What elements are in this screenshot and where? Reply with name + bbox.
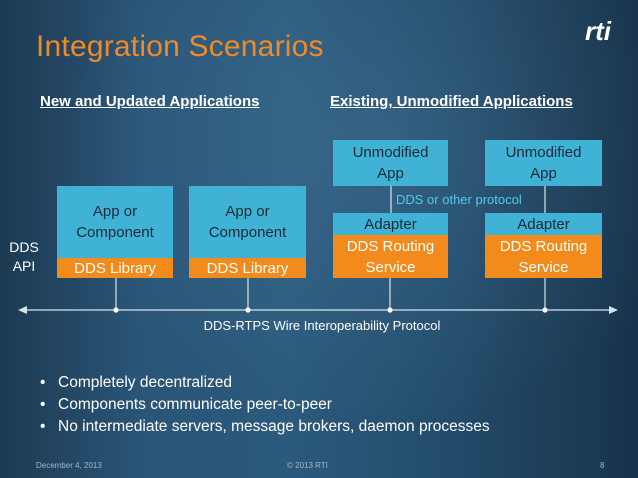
app-component-box-2: App or Component: [189, 186, 306, 258]
app-component-2-line1: App or: [225, 203, 270, 220]
routing-service-2-line2: Service: [518, 258, 569, 276]
app-component-1-line1: App or: [92, 203, 138, 220]
bus-node-1: [113, 307, 119, 313]
dds-api-label: DDS API: [6, 238, 42, 276]
bullet-item-2: Components communicate peer-to-peer: [40, 394, 490, 416]
wire-protocol-label: DDS-RTPS Wire Interoperability Protocol: [203, 318, 441, 333]
bus-node-3: [387, 307, 393, 313]
section-heading-existing-apps: Existing, Unmodified Applications: [330, 93, 573, 110]
protocol-note: DDS or other protocol: [396, 192, 522, 207]
routing-service-2-line1: DDS Routing: [499, 237, 588, 255]
footer-date: December 4, 2013: [36, 461, 102, 470]
dds-api-label-line1: DDS: [9, 239, 39, 255]
unmodified-app-box-2: Unmodified App: [485, 140, 602, 186]
bullet-list: Completely decentralized Components comm…: [40, 372, 490, 438]
section-heading-new-apps: New and Updated Applications: [40, 93, 260, 110]
bus-arrow-left: [18, 306, 27, 314]
unmodified-app-box-1: Unmodified App: [333, 140, 448, 186]
adapter-box-2: Adapter: [485, 213, 602, 235]
routing-service-1-line2: Service: [365, 258, 416, 276]
footer-page-number: 8: [600, 461, 605, 470]
unmodified-app-2-line1: Unmodified: [505, 144, 582, 161]
bus-node-4: [542, 307, 548, 313]
unmodified-app-1-line2: App: [377, 165, 404, 182]
bullet-item-1: Completely decentralized: [40, 372, 490, 394]
app-component-2-line2: Component: [208, 224, 287, 241]
bus-node-2: [245, 307, 251, 313]
footer-copyright: © 2013 RTI: [287, 461, 328, 470]
bus-arrow-right: [609, 306, 618, 314]
unmodified-app-2-line2: App: [530, 165, 557, 182]
dds-api-label-line2: API: [12, 258, 36, 274]
slide-title: Integration Scenarios: [36, 30, 324, 63]
app-component-1-line2: Component: [76, 224, 154, 241]
routing-service-box-2: DDS Routing Service: [485, 235, 602, 278]
app-component-box-1: App or Component: [57, 186, 173, 258]
bullet-item-3: No intermediate servers, message brokers…: [40, 416, 490, 438]
dds-library-box-2: DDS Library: [189, 258, 306, 278]
routing-service-box-1: DDS Routing Service: [333, 235, 448, 278]
rti-logo-icon: rti: [585, 16, 612, 46]
unmodified-app-1-line1: Unmodified: [352, 144, 429, 161]
routing-service-1-line1: DDS Routing: [346, 237, 435, 255]
dds-library-box-1: DDS Library: [57, 258, 173, 278]
logo-text: rti: [585, 16, 612, 46]
adapter-box-1: Adapter: [333, 213, 448, 235]
